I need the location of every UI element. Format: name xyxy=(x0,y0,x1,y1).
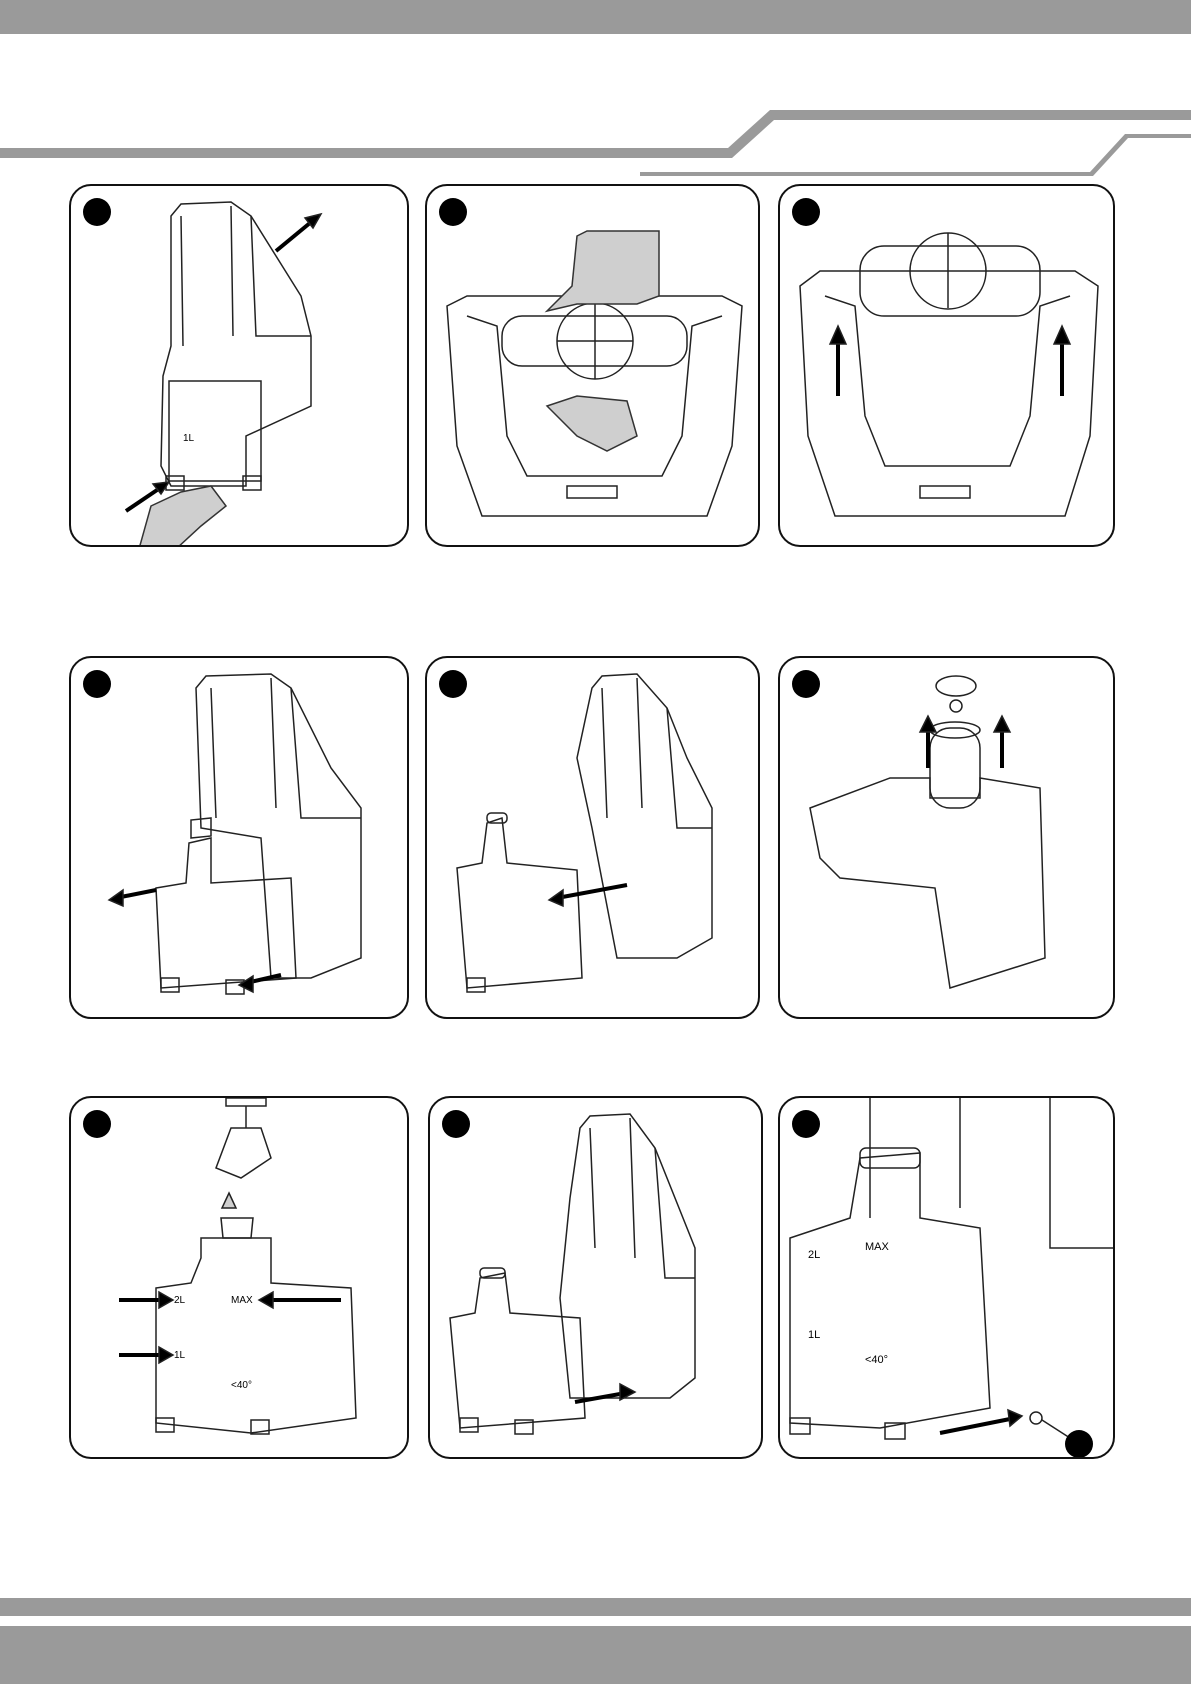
illustration-tank-removal xyxy=(71,658,409,1019)
tank-label-1l: 1L xyxy=(174,1350,186,1361)
illustration-base-top-arrows xyxy=(780,186,1115,547)
tank-label-temp: <40° xyxy=(231,1380,252,1391)
step-panel-8 xyxy=(428,1096,763,1459)
illustration-cap-lift xyxy=(780,658,1115,1019)
tank-label-max: MAX xyxy=(231,1295,253,1306)
tank-label-2l: 2L xyxy=(808,1249,820,1261)
illustration-base-top-hand xyxy=(427,186,760,547)
illustration-tank-installed: 2L 1L MAX <40° xyxy=(780,1098,1115,1459)
tank-label-1l: 1L xyxy=(183,433,195,444)
tank-label-max: MAX xyxy=(865,1241,890,1253)
step-panel-5 xyxy=(425,656,760,1019)
illustration-tank-slide-out xyxy=(427,658,760,1019)
step-panel-9: 2L 1L MAX <40° xyxy=(778,1096,1115,1459)
header-decoration-lines xyxy=(0,0,1191,180)
tank-label-1l: 1L xyxy=(808,1329,820,1341)
footer-band xyxy=(0,1626,1191,1684)
illustration-tank-reinsert xyxy=(430,1098,763,1459)
step-panel-3 xyxy=(778,184,1115,547)
tank-label-2l: 2L xyxy=(174,1295,186,1306)
step-panel-7: 2L 1L MAX <40° xyxy=(69,1096,409,1459)
footer-thin-band xyxy=(0,1598,1191,1616)
step-panel-4 xyxy=(69,656,409,1019)
step-panel-1: 1L xyxy=(69,184,409,547)
detail-callout-marker xyxy=(1065,1430,1093,1458)
tank-label-temp: <40° xyxy=(865,1354,888,1366)
illustration-unit-side: 1L xyxy=(71,186,409,547)
illustration-tank-filling: 2L 1L MAX <40° xyxy=(71,1098,409,1459)
step-panel-6 xyxy=(778,656,1115,1019)
step-panel-2 xyxy=(425,184,760,547)
